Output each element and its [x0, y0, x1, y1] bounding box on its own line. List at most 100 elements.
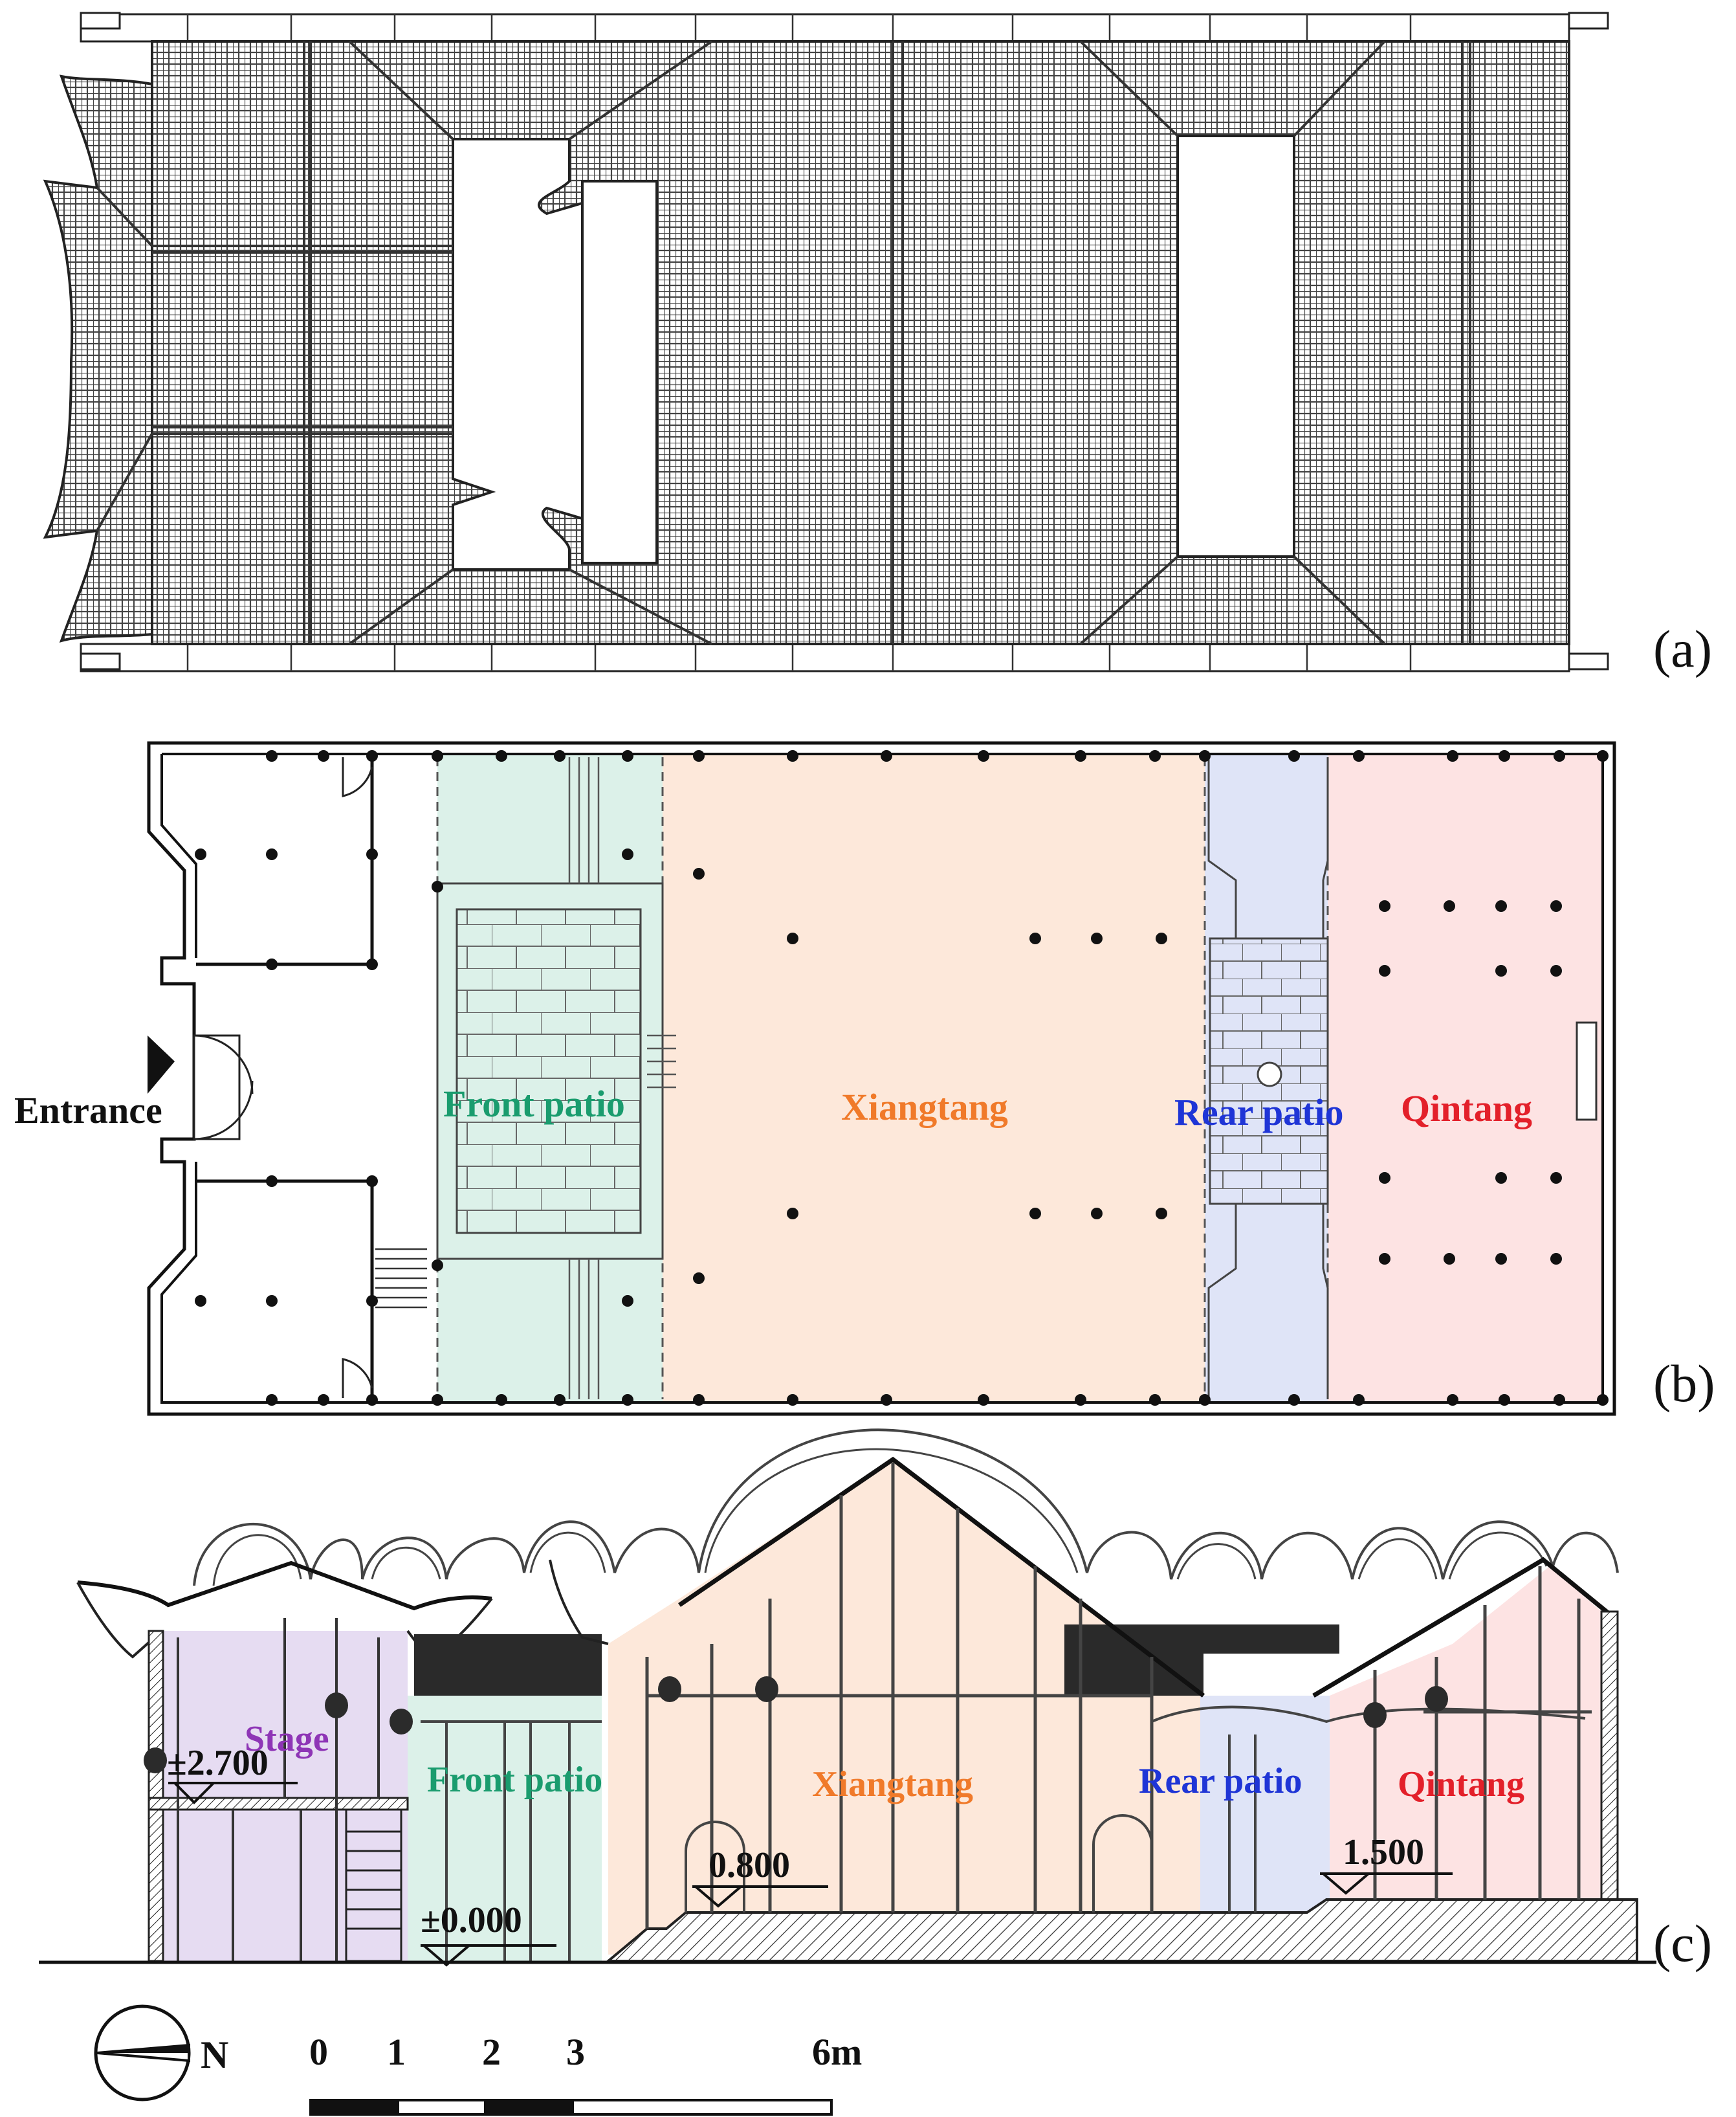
plan-column-dot: [787, 1394, 798, 1406]
plan-column-dot: [1495, 1253, 1507, 1265]
plan-column-dot: [496, 750, 507, 762]
plan-column-dot: [1444, 1253, 1455, 1265]
plan-column-dot: [1550, 900, 1562, 912]
plan-column-dot: [1379, 1253, 1390, 1265]
panel-label-a: (a): [1653, 619, 1712, 678]
section-drawing: [39, 1428, 1656, 1964]
plan-column-dot: [366, 959, 378, 970]
elevation-ground: ±0.000: [421, 1900, 522, 1940]
plan-column-dot: [266, 1175, 278, 1187]
plan-column-dot: [195, 1295, 206, 1307]
plan-column-dot: [1075, 1394, 1086, 1406]
scale-bar: [309, 2099, 833, 2116]
qintang-zone: [1328, 754, 1603, 1402]
scale-tick-0: 0: [309, 2031, 328, 2073]
plan-column-dot: [1495, 965, 1507, 977]
scale-tick-1: 1: [387, 2031, 406, 2073]
plan-column-dot: [266, 959, 278, 970]
plan-column-dot: [978, 1394, 989, 1406]
plan-column-dot: [978, 750, 989, 762]
plan-column-dot: [366, 750, 378, 762]
plan-column-dot: [554, 1394, 566, 1406]
plan-column-dot: [1149, 750, 1161, 762]
plan-column-dot: [1447, 1394, 1458, 1406]
section-qintang-zone: [1330, 1566, 1601, 1916]
plan-column-dot: [432, 750, 443, 762]
plan-column-dot: [1288, 1394, 1300, 1406]
section-stage-label: Stage: [245, 1719, 329, 1759]
plan-xiangtang-label: Xiangtang: [841, 1086, 1008, 1128]
plan-column-dot: [1288, 750, 1300, 762]
plan-column-dot: [1554, 1394, 1565, 1406]
plan-column-dot: [622, 848, 633, 860]
plan-column-dot: [432, 1394, 443, 1406]
plan-column-dot: [1550, 1172, 1562, 1184]
plan-column-dot: [1495, 900, 1507, 912]
roof-plan: [43, 12, 1609, 672]
plan-columns: [195, 750, 1609, 1406]
plan-column-dot: [881, 1394, 892, 1406]
plan-column-dot: [266, 848, 278, 860]
plan-column-dot: [787, 933, 798, 944]
plan-column-dot: [1156, 1208, 1167, 1219]
section-xiangtang-zone: [608, 1459, 1200, 1955]
plan-column-dot: [881, 750, 892, 762]
entrance-label: Entrance: [14, 1089, 162, 1131]
plan-rear-patio-label: Rear patio: [1174, 1091, 1344, 1133]
plan-column-dot: [432, 1259, 443, 1271]
section-front-patio-label: Front patio: [427, 1760, 602, 1800]
plan-qintang-label: Qintang: [1401, 1087, 1532, 1129]
plan-column-dot: [366, 1394, 378, 1406]
plan-column-dot: [1597, 750, 1609, 762]
plan-column-dot: [693, 1272, 705, 1284]
elevation-stage: ±2.700: [167, 1743, 269, 1783]
plan-column-dot: [318, 1394, 329, 1406]
plan-column-dot: [1353, 1394, 1365, 1406]
plan-column-dot: [1379, 965, 1390, 977]
plan-column-dot: [318, 750, 329, 762]
north-arrow-icon: [94, 2004, 191, 2101]
plan-column-dot: [266, 750, 278, 762]
plan-column-dot: [496, 1394, 507, 1406]
plan-column-dot: [1091, 933, 1103, 944]
plan-column-dot: [787, 750, 798, 762]
plan-column-dot: [1075, 750, 1086, 762]
section-xiangtang-label: Xiangtang: [812, 1764, 973, 1804]
north-label: N: [201, 2034, 228, 2076]
plan-column-dot: [195, 848, 206, 860]
plan-column-dot: [1379, 900, 1390, 912]
plan-column-dot: [1550, 965, 1562, 977]
plan-column-dot: [693, 868, 705, 880]
plan-column-dot: [1550, 1253, 1562, 1265]
panel-label-b: (b): [1653, 1354, 1715, 1413]
plan-column-dot: [554, 750, 566, 762]
elevation-xiangtang: 0.800: [709, 1845, 790, 1885]
plan-column-dot: [1495, 1172, 1507, 1184]
plan-column-dot: [1029, 933, 1041, 944]
plan-column-dot: [1447, 750, 1458, 762]
plan-column-dot: [1029, 1208, 1041, 1219]
plan-column-dot: [1444, 900, 1455, 912]
elevation-markers: [168, 1782, 1453, 1967]
plan-column-dot: [1554, 750, 1565, 762]
plan-column-dot: [266, 1394, 278, 1406]
plan-column-dot: [266, 1295, 278, 1307]
plan-column-dot: [1353, 750, 1365, 762]
plan-column-dot: [622, 1295, 633, 1307]
plan-column-dot: [787, 1208, 798, 1219]
plan-column-dot: [366, 1295, 378, 1307]
plan-column-dot: [622, 1394, 633, 1406]
panel-label-c: (c): [1653, 1914, 1712, 1973]
xiangtang-zone: [663, 754, 1205, 1402]
plan-column-dot: [1499, 1394, 1510, 1406]
plan-column-dot: [1156, 933, 1167, 944]
plan-column-dot: [366, 1175, 378, 1187]
scale-tick-2: 2: [482, 2031, 501, 2073]
plan-column-dot: [622, 750, 633, 762]
plan-column-dot: [366, 848, 378, 860]
elevation-qintang: 1.500: [1343, 1832, 1424, 1872]
section-qintang-label: Qintang: [1398, 1764, 1524, 1804]
plan-column-dot: [432, 881, 443, 892]
plan-column-dot: [1199, 750, 1211, 762]
